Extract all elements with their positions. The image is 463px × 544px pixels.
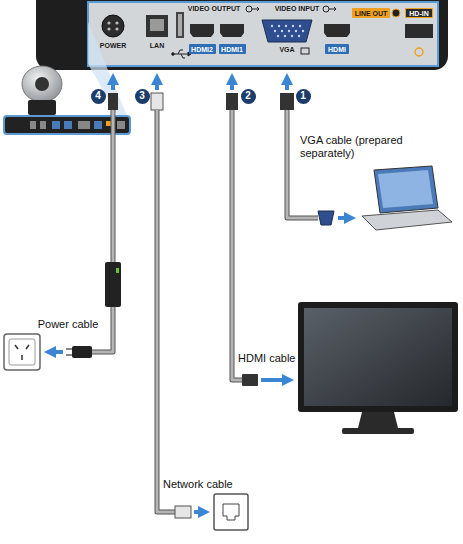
port-label-box: HDMI1 xyxy=(219,44,246,54)
callout-text: 2 xyxy=(245,91,251,101)
port-label: POWER xyxy=(100,42,126,50)
port-label: LAN xyxy=(150,42,164,50)
hdmi-port xyxy=(324,24,350,37)
hdmi-plug xyxy=(242,374,258,386)
output-symbol xyxy=(246,6,259,12)
port-text: HDMI2 xyxy=(191,46,213,53)
port-label-box: HD-IN xyxy=(405,8,433,18)
laptop-screen xyxy=(374,166,438,213)
callout-text: 4 xyxy=(95,91,101,101)
hd-in-port xyxy=(405,24,433,38)
insert-arrows xyxy=(113,79,287,90)
plug-arrow xyxy=(261,378,288,382)
port-text: HD-IN xyxy=(409,10,428,17)
lan-port xyxy=(146,15,168,37)
wall-outlet xyxy=(4,334,40,370)
cables xyxy=(92,110,318,512)
port-area xyxy=(88,2,438,66)
hd-in-icon xyxy=(415,48,423,56)
port-text: HDMI xyxy=(328,46,346,53)
hdmi-port xyxy=(190,24,214,37)
port-text: HDMI1 xyxy=(221,46,243,53)
callout-text: 1 xyxy=(300,91,306,101)
network-socket xyxy=(214,494,248,530)
cable-label: VGA cable (prepared separately) xyxy=(300,134,412,160)
rj45-plug xyxy=(175,506,191,518)
port-label: VGA xyxy=(279,46,294,54)
plug-arrow xyxy=(194,510,204,514)
camera-base xyxy=(28,100,56,115)
callout-text: 3 xyxy=(139,91,145,101)
cable-label: Power cable xyxy=(38,318,99,331)
input-symbol xyxy=(323,6,336,12)
mains-plug xyxy=(72,346,92,358)
audio-jack xyxy=(392,9,400,17)
power-adapter xyxy=(105,262,121,307)
hdmi-plug xyxy=(226,93,238,110)
laptop-base xyxy=(362,210,452,230)
monitor xyxy=(298,302,458,412)
camera-dome xyxy=(22,66,62,102)
monitor-stand xyxy=(358,412,398,428)
callout-number: 3 xyxy=(135,89,150,104)
hdmi-port xyxy=(220,24,244,37)
plug-arrow xyxy=(50,350,63,354)
cable-label: HDMI cable xyxy=(238,352,295,365)
rj45-plug xyxy=(151,93,163,110)
port-label-box: HDMI2 xyxy=(189,44,216,54)
callout-number: 2 xyxy=(241,89,256,104)
cable-label: Network cable xyxy=(163,478,233,491)
port-label-box: LINE OUT xyxy=(352,8,390,18)
port-group-label: VIDEO OUTPUT xyxy=(188,5,241,13)
callout-number: 4 xyxy=(91,89,106,104)
vga-port xyxy=(262,20,312,42)
callout-number: 1 xyxy=(296,89,311,104)
port-group-label: VIDEO INPUT xyxy=(275,5,320,13)
port-text: LINE OUT xyxy=(355,10,388,17)
vga-plug xyxy=(280,93,294,110)
usb-port xyxy=(176,12,184,38)
vga-plug xyxy=(318,211,334,225)
plug-arrow xyxy=(338,216,350,220)
monitor-icon xyxy=(301,48,309,54)
port-label-box: HDMI xyxy=(325,44,349,54)
power-plug xyxy=(108,93,118,110)
power-port xyxy=(102,15,124,37)
camera-lens xyxy=(35,77,49,91)
